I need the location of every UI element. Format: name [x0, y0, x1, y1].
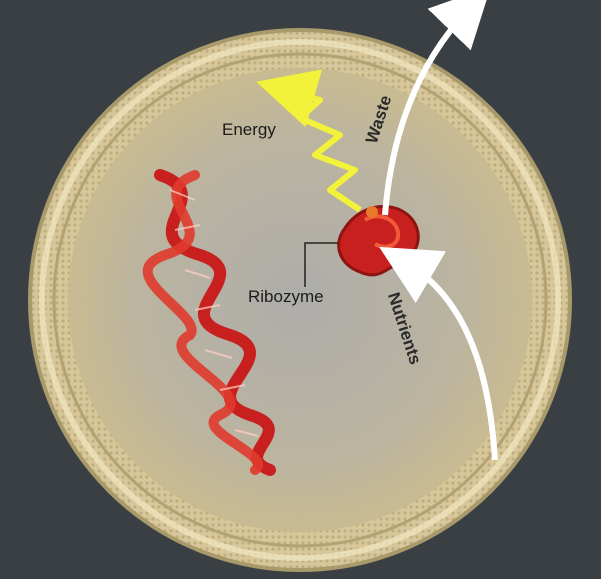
energy-label: Energy — [222, 120, 276, 140]
ribozyme-label: Ribozyme — [248, 287, 324, 307]
